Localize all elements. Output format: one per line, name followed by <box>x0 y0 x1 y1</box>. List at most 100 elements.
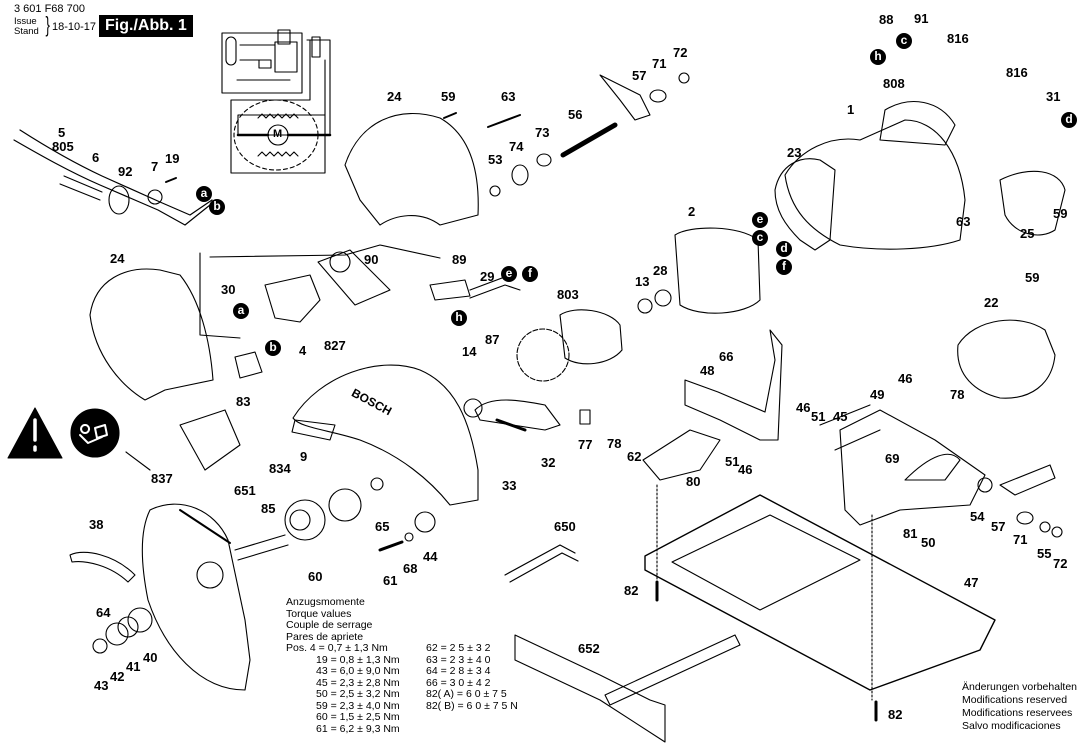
part-label: 33 <box>502 478 517 493</box>
connection-ref-badge: e <box>752 212 768 228</box>
part-label: 68 <box>403 561 418 576</box>
part-label: 808 <box>883 76 905 91</box>
document-number: 3 601 F68 700 <box>14 3 85 15</box>
part-label: 57 <box>632 68 647 83</box>
torque-row: 45 = 2,3 ± 2,8 Nm 66 = 3 0 ± 4 2 <box>286 677 518 690</box>
schematic-motor-label: M <box>273 128 283 140</box>
bearing-14 <box>464 399 482 417</box>
schematic-relay <box>278 30 290 44</box>
part-label: 6 <box>92 150 100 165</box>
part-label: 29 <box>480 269 495 284</box>
bracket-48 <box>685 330 782 440</box>
alignment-guides <box>657 485 872 700</box>
screw-61 <box>380 542 402 550</box>
part-label: 23 <box>787 145 802 160</box>
part-label: 59 <box>1053 206 1068 221</box>
issue-label-en: Issue <box>14 16 37 27</box>
wiring-schematic <box>222 30 330 173</box>
part-label: 57 <box>991 519 1006 534</box>
ring-28 <box>655 290 671 306</box>
torque-values-table: Anzugsmomente Torque values Couple de se… <box>286 596 518 735</box>
part-label: 50 <box>921 535 936 550</box>
torque-value: 63 = 2 3 ± 4 0 <box>426 653 491 666</box>
torque-value: 82( B) = 6 0 ± 7 5 N <box>426 699 518 712</box>
spring-71-upper <box>650 90 666 102</box>
motor-housing-1 <box>785 120 965 249</box>
flange-42 <box>106 623 128 645</box>
part-label: 89 <box>452 252 467 267</box>
torque-value: 62 = 2 5 ± 3 2 <box>426 642 491 654</box>
part-label: 82 <box>624 583 639 598</box>
issue-label-de: Stand <box>14 26 39 37</box>
part-label: 92 <box>118 164 133 179</box>
hex-key-650 <box>505 545 578 582</box>
part-label: 827 <box>324 338 346 353</box>
part-83 <box>235 352 262 378</box>
part-label: 45 <box>833 409 848 424</box>
note-de: Änderungen vorbehalten <box>962 681 1078 693</box>
part-label: 24 <box>110 251 125 266</box>
stator-2 <box>675 228 760 313</box>
part-label: 31 <box>1046 89 1061 104</box>
schematic-resistor <box>259 60 271 68</box>
armature-803 <box>560 310 622 364</box>
part-label: 83 <box>236 394 251 409</box>
issue-date: 18-10-17 <box>52 21 97 33</box>
bracket-81-arc <box>905 454 960 480</box>
manual-arrow <box>126 452 150 470</box>
lower-guard-837 <box>142 504 250 690</box>
nut-55 <box>1040 522 1050 532</box>
spacer-44 <box>415 512 435 532</box>
part-label: 19 <box>165 151 180 166</box>
spring-33 <box>497 420 525 430</box>
part-label: 59 <box>441 89 456 104</box>
part-label: 87 <box>485 332 500 347</box>
note-es: Salvo modificaciones <box>962 720 1061 732</box>
ring-40 <box>128 608 152 632</box>
schematic-switch <box>226 37 236 65</box>
part-label: 25 <box>1020 226 1035 241</box>
part-label: 28 <box>653 263 668 278</box>
bearing-65 <box>371 478 383 490</box>
part-label: 71 <box>1013 532 1028 547</box>
part-label: 14 <box>462 344 477 359</box>
connection-ref-badge: d <box>1061 112 1077 128</box>
part-label: 59 <box>1025 270 1040 285</box>
part-label: 41 <box>126 659 141 674</box>
schematic-terminal-block <box>275 42 297 72</box>
part-label: 46 <box>898 371 913 386</box>
torque-heading-es: Pares de apriete <box>286 630 364 643</box>
torque-row: 19 = 0,8 ± 1,3 Nm 63 = 2 3 ± 4 0 <box>286 653 518 667</box>
part-label: 816 <box>947 31 969 46</box>
fan-cover-22 <box>958 320 1055 398</box>
part-label: 816 <box>1006 65 1028 80</box>
connection-ref-badge: f <box>522 266 538 282</box>
screw-43 <box>93 639 107 653</box>
connection-ref-badge: c <box>896 33 912 49</box>
read-manual-figure <box>80 425 107 443</box>
part-label: 51 <box>811 409 826 424</box>
torque-row: 59 = 2,3 ± 4,0 Nm 82( B) = 6 0 ± 7 5 N <box>286 699 518 713</box>
switch-4 <box>265 275 320 322</box>
part-label: 73 <box>535 125 550 140</box>
part-label: 651 <box>234 483 256 498</box>
schematic-connector <box>312 37 320 57</box>
torque-heading-fr: Couple de serrage <box>286 619 373 631</box>
screw-59-upper <box>444 113 456 118</box>
part-label: 63 <box>956 214 971 229</box>
part-label: 64 <box>96 605 111 620</box>
torque-value: 50 = 2,5 ± 3,2 Nm <box>316 688 400 700</box>
part-label: 72 <box>1053 556 1068 571</box>
part-label: 22 <box>984 295 999 310</box>
label-808 <box>880 102 955 145</box>
handle-24-lower <box>90 269 213 400</box>
part-label: 60 <box>308 569 323 584</box>
part-label: 805 <box>52 139 74 154</box>
part-label: 72 <box>673 45 688 60</box>
bearing-flange <box>290 510 310 530</box>
flange-834 <box>285 500 325 540</box>
part-label: 837 <box>151 471 173 486</box>
power-cord <box>14 130 212 225</box>
part-label: 80 <box>686 474 701 489</box>
